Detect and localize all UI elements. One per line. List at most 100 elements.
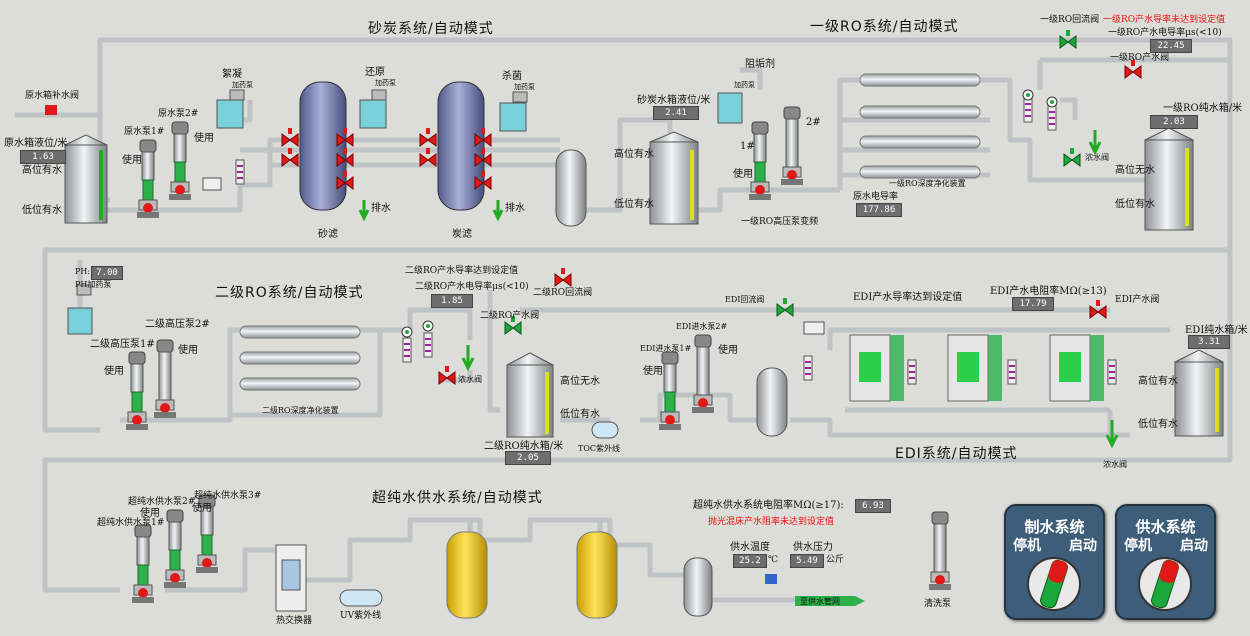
edi-title: EDI系统/自动模式 xyxy=(895,446,1018,462)
ro2-alarm-text: 二级RO产水导率达到设定值 xyxy=(405,266,519,276)
clean-pump-icon[interactable] xyxy=(928,511,952,591)
ro1-membrane-label: 一级RO深度净化装置 xyxy=(889,179,966,188)
uv-lamp-icon xyxy=(339,589,383,607)
edi-level-value: 3.31 xyxy=(1188,335,1230,349)
edi-reflux-valve-icon[interactable] xyxy=(776,297,794,317)
edi-tank-label: EDI纯水箱/米 xyxy=(1185,325,1248,336)
sand-carbon-title: 砂炭系统/自动模式 xyxy=(368,21,494,37)
press-unit: 公斤 xyxy=(826,555,845,565)
antiscalant-pump-label: 加药泵 xyxy=(734,81,755,89)
pressure-switch-icon xyxy=(202,177,222,191)
pressure-gauge-icon xyxy=(765,574,777,584)
hp2-label: 2# xyxy=(806,117,821,128)
make-water-stop-label[interactable]: 停机 xyxy=(1013,538,1041,554)
toc-label: TOC紫外线 xyxy=(578,444,621,453)
up-pump2-icon[interactable] xyxy=(163,509,187,589)
ro2-hp1-label: 二级高压泵1# xyxy=(90,339,155,350)
make-water-title: 制水系统 xyxy=(1024,518,1085,536)
uv-label: UV紫外线 xyxy=(340,611,382,621)
ph-pump-label: PH加药泵 xyxy=(75,280,112,289)
supply-water-control-panel: 供水系统 停机 启动 xyxy=(1115,504,1216,620)
ro2-hp2-label: 二级高压泵2# xyxy=(145,319,210,330)
raw-pump1-icon[interactable] xyxy=(136,139,160,219)
ro1-cond-value: 22.45 xyxy=(1150,39,1192,53)
ro2-product-label: 二级RO产水阀 xyxy=(480,311,540,321)
steril-tank-icon xyxy=(499,102,527,132)
raw-cond-value: 177.86 xyxy=(856,203,902,217)
cartridge-filter-icon xyxy=(555,149,587,227)
ro1-reflux-label: 一级RO回流阀 xyxy=(1040,15,1100,25)
ph-tank-icon xyxy=(67,307,93,335)
edi-pump1-icon[interactable] xyxy=(658,351,682,431)
sc-low-label: 低位有水 xyxy=(614,199,654,210)
supply-water-stop-label[interactable]: 停机 xyxy=(1124,538,1152,554)
raw-pump2-icon[interactable] xyxy=(168,121,192,201)
supply-water-title: 供水系统 xyxy=(1135,518,1196,536)
ro2-level-value: 2.05 xyxy=(505,451,551,465)
carbon-filter-icon xyxy=(437,81,485,211)
raw-makeup-valve-icon[interactable] xyxy=(45,105,57,115)
drain2-label: 排水 xyxy=(505,203,525,214)
up-pump3-label: 超纯水供水泵3# xyxy=(194,491,262,501)
ro1-title: 一级RO系统/自动模式 xyxy=(810,19,959,35)
edi-high-label: 高位有水 xyxy=(1138,376,1178,387)
ro2-title: 二级RO系统/自动模式 xyxy=(215,285,364,301)
antiscalant-tank-icon xyxy=(717,92,743,124)
raw-pump2-use: 使用 xyxy=(194,133,214,144)
ph-label: PH: xyxy=(75,267,91,276)
selector-knob-icon[interactable] xyxy=(1006,506,1103,618)
up-pump1-icon[interactable] xyxy=(131,524,155,604)
up-res-value: 6.93 xyxy=(855,499,891,513)
raw-pump2-label: 原水泵2# xyxy=(158,109,199,119)
polish-alarm-text: 抛光混床产水阻率未达到设定值 xyxy=(708,517,835,527)
make-water-start-label[interactable]: 启动 xyxy=(1069,538,1097,554)
polish-bed2-icon xyxy=(576,531,618,619)
raw-tank-level-label: 原水箱液位/米 xyxy=(4,138,68,149)
edi-drain-label: 浓水阀 xyxy=(1103,460,1127,469)
sc-level-value: 2.41 xyxy=(653,106,699,120)
ultra-title: 超纯水供水系统/自动模式 xyxy=(372,490,543,506)
ro1-hp-pump1-icon[interactable] xyxy=(748,121,772,201)
ro2-reflux-label: 二级RO回流阀 xyxy=(533,288,593,298)
edi-low-label: 低位有水 xyxy=(1138,419,1178,430)
ro2-use2-label: 使用 xyxy=(178,345,198,356)
final-filter-icon xyxy=(683,557,713,617)
edi-pump2-icon[interactable] xyxy=(691,334,715,414)
sc-high-label: 高位有水 xyxy=(614,149,654,160)
ro1-high-label: 高位无水 xyxy=(1115,165,1155,176)
ro1-tank-label: 一级RO纯水箱/米 xyxy=(1163,103,1243,114)
hx-label: 热交换器 xyxy=(276,616,313,626)
ro2-hp-pump1-icon[interactable] xyxy=(125,351,149,431)
ro1-product-label: 一级RO产水阀 xyxy=(1110,53,1170,63)
ro1-drain-valve-icon[interactable] xyxy=(1063,147,1081,167)
reduce-pump-label: 加药泵 xyxy=(375,79,396,87)
edi-flowmeter-icon xyxy=(803,355,813,381)
floc-label: 絮凝 xyxy=(222,69,242,80)
press-label: 供水压力 xyxy=(793,542,833,553)
edi-module-icon xyxy=(849,334,1104,402)
raw-pump1-use: 使用 xyxy=(122,155,142,166)
temp-unit: ℃ xyxy=(768,555,779,565)
antiscalant-label: 阻垢剂 xyxy=(745,59,775,70)
ro1-flowmeter-icon xyxy=(1023,97,1033,123)
reduce-label: 还原 xyxy=(365,67,385,78)
ro1-hp-pump2-icon[interactable] xyxy=(780,106,804,186)
press-value: 5.49 xyxy=(790,554,824,568)
supply-water-start-label[interactable]: 启动 xyxy=(1180,538,1208,554)
ro2-use1-label: 使用 xyxy=(104,366,124,377)
ro2-low-label: 低位有水 xyxy=(560,409,600,420)
ro2-reflux-valve-icon[interactable] xyxy=(554,267,572,287)
edi-use1-label: 使用 xyxy=(643,366,663,377)
raw-pump1-label: 原水泵1# xyxy=(124,127,165,137)
edi-cond-alarm-text: EDI产水导率达到设定值 xyxy=(853,292,963,303)
ro2-hp-pump2-icon[interactable] xyxy=(153,339,177,419)
edi-pump2-label: EDI进水泵2# xyxy=(676,322,728,331)
ro1-drain-label: 浓水阀 xyxy=(1085,153,1109,162)
selector-knob-icon[interactable] xyxy=(1117,506,1214,618)
polish-bed1-icon xyxy=(446,531,488,619)
raw-low-label: 低位有水 xyxy=(22,205,62,216)
sand-filter-icon xyxy=(299,81,347,211)
up-pump1-label: 超纯水供水泵1# xyxy=(97,518,165,528)
ro2-tank-label: 二级RO纯水箱/米 xyxy=(484,441,564,452)
